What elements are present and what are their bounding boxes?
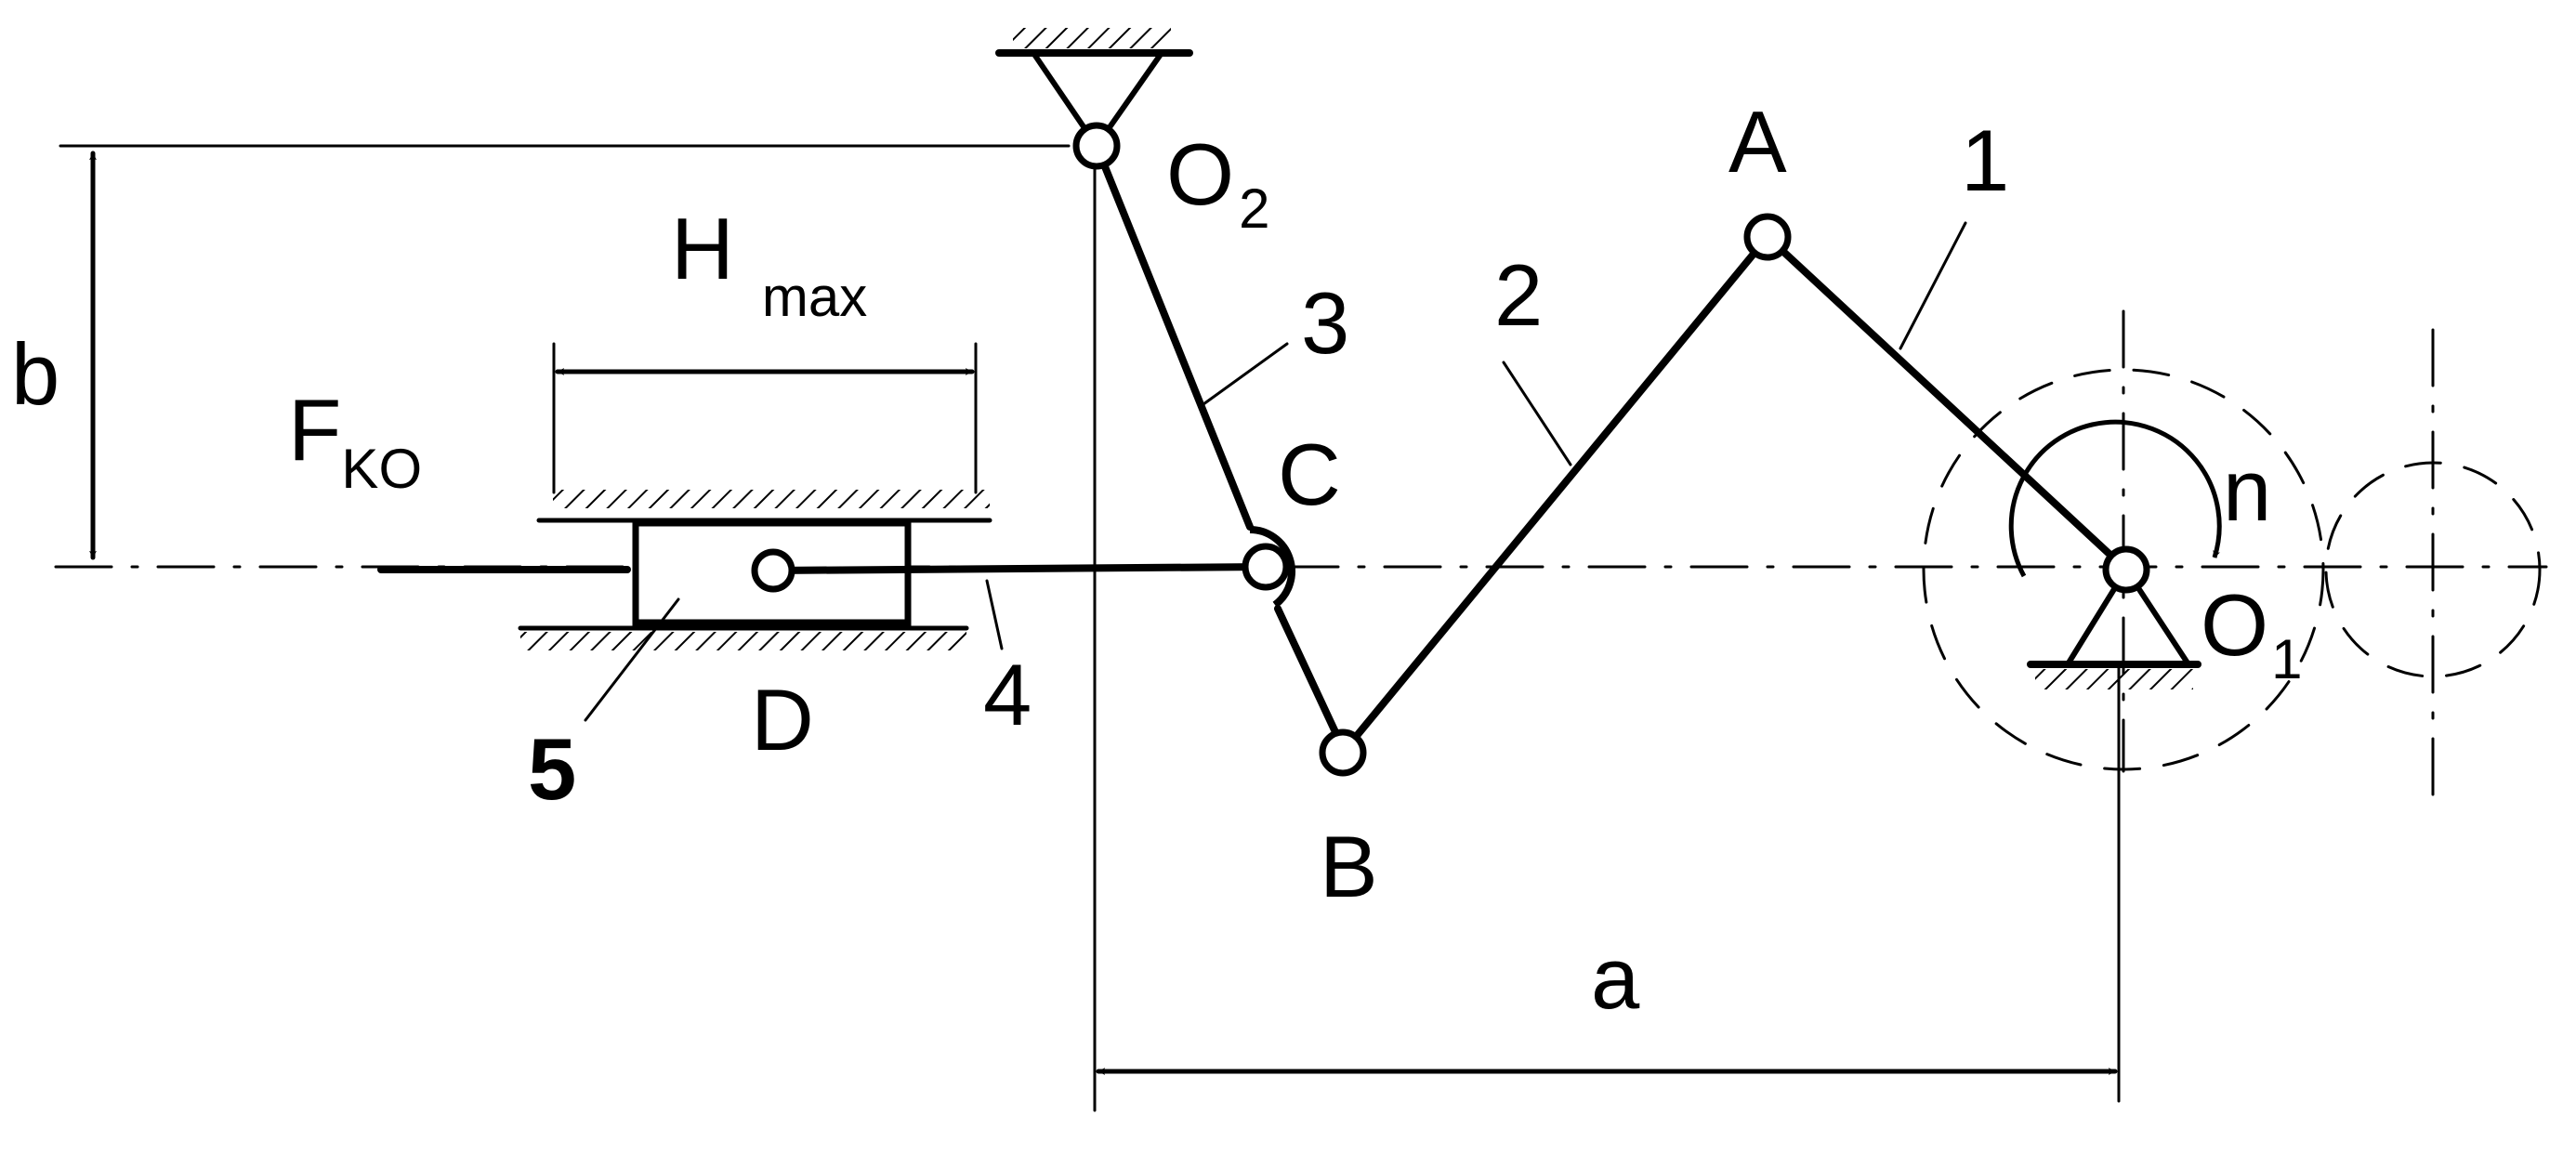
- link-2: [1339, 233, 1771, 756]
- leader-5: [584, 597, 680, 722]
- leader-4: [985, 579, 1004, 650]
- label-point-a: A: [1728, 93, 1787, 190]
- joint-a: [1743, 213, 1792, 261]
- label-link-3: 3: [1301, 274, 1349, 372]
- joint-d: [751, 548, 795, 593]
- o2-support-hatching: [1013, 28, 1171, 48]
- link-1: [1764, 233, 2130, 573]
- link-3-lower: [1274, 605, 1347, 752]
- leader-3: [1202, 342, 1289, 406]
- link-4: [769, 563, 1269, 574]
- o1-support-hatching: [2035, 669, 2193, 689]
- leader-1: [1899, 221, 1967, 350]
- label-point-d: D: [751, 671, 814, 768]
- joint-b: [1319, 728, 1367, 777]
- label-link-2: 2: [1494, 246, 1543, 344]
- guide-top-hatching: [553, 490, 990, 508]
- label-rotation-n: n: [2223, 441, 2271, 539]
- link-3-upper: [1093, 142, 1254, 531]
- label-link-5: 5: [528, 720, 576, 818]
- label-force: FKO: [288, 381, 422, 500]
- joint-o2: [1072, 122, 1121, 170]
- label-point-b: B: [1320, 818, 1378, 915]
- joint-o1: [2102, 545, 2150, 594]
- label-point-o2: O2: [1166, 125, 1270, 240]
- label-link-1: 1: [1961, 112, 2009, 209]
- label-dim-a: a: [1591, 929, 1640, 1027]
- label-point-o1: O1: [2201, 576, 2303, 690]
- guide-bottom-hatching: [520, 632, 966, 650]
- label-link-4: 4: [983, 646, 1032, 743]
- label-dim-b: b: [11, 325, 59, 423]
- rotation-arrow: [2008, 419, 2222, 578]
- leader-2: [1502, 361, 1572, 466]
- link-3-hook: [1249, 526, 1295, 609]
- joint-c: [1242, 543, 1290, 591]
- label-point-c: C: [1278, 426, 1341, 523]
